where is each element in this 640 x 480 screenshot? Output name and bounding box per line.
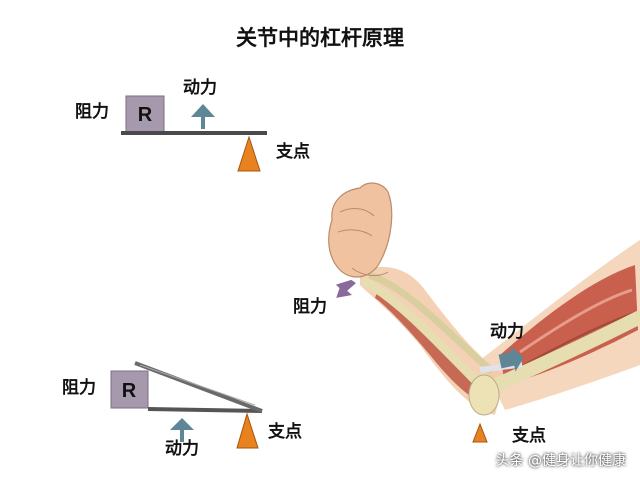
fulcrum-label-arm: 支点 (512, 426, 546, 446)
effort-arrow-2 (170, 418, 194, 442)
resistance-arrow-arm (335, 279, 356, 298)
effort-label-1: 动力 (183, 78, 217, 98)
resistance-box-2-letter: R (122, 380, 137, 402)
radius-bone (360, 277, 485, 390)
fulcrum-triangle-2 (236, 412, 259, 449)
effort-label-arm: 动力 (490, 322, 524, 342)
lever-beam-2-lower (147, 407, 263, 413)
fulcrum-label-1: 支点 (276, 142, 310, 162)
lever-diagram-2: R (110, 361, 263, 449)
resistance-box-2 (110, 370, 149, 409)
biceps-muscle (500, 265, 638, 385)
forearm-muscle (375, 290, 495, 405)
effort-arrow-1 (191, 104, 215, 129)
humerus-bone (478, 311, 640, 397)
resistance-box-1 (125, 95, 165, 133)
resistance-label-arm: 阻力 (293, 297, 327, 317)
effort-arrow-arm (498, 346, 524, 372)
lever-diagram-1: R (121, 95, 267, 172)
diagram-title: 关节中的杠杆原理 (236, 26, 404, 50)
resistance-box-1-letter: R (138, 104, 153, 126)
resistance-label-2: 阻力 (62, 378, 96, 398)
fulcrum-triangle-arm (472, 422, 488, 443)
effort-label-2: 动力 (165, 439, 199, 459)
fist (328, 182, 393, 278)
watermark: 头条 @健身让你健康 (495, 453, 626, 469)
resistance-label-1: 阻力 (75, 102, 109, 122)
arm-illustration (328, 182, 640, 443)
fulcrum-label-2: 支点 (268, 422, 302, 442)
elbow-joint (468, 374, 500, 416)
ulna-bone (368, 272, 494, 374)
fulcrum-triangle-1 (237, 135, 261, 172)
